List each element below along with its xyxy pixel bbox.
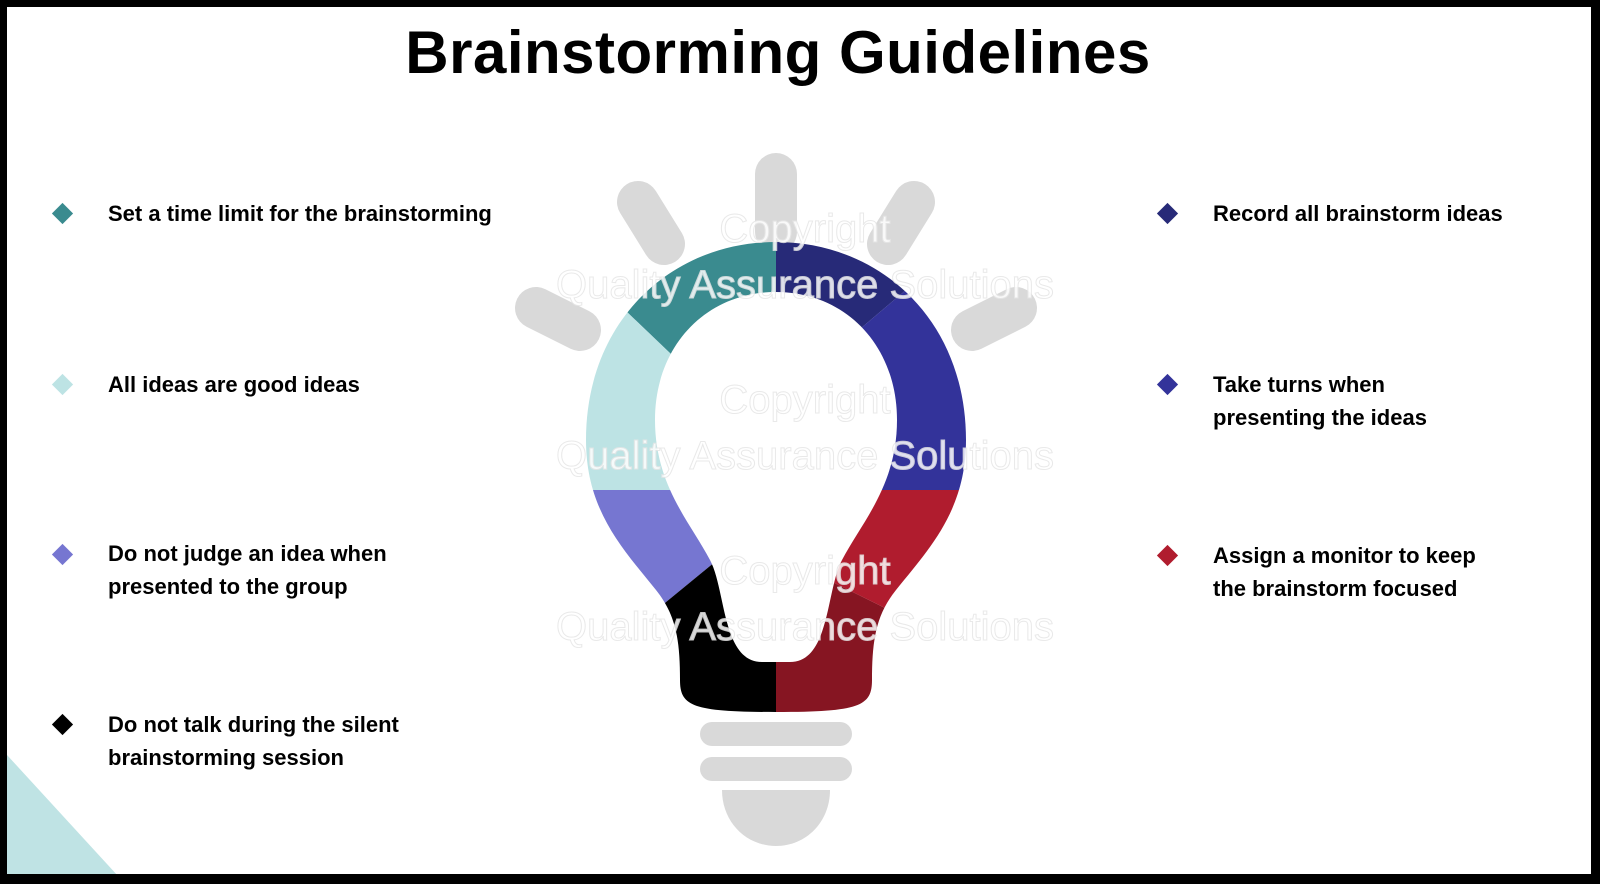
guideline-item: Do not judge an idea when presented to t… <box>108 537 387 603</box>
guideline-item: Do not talk during the silent brainstorm… <box>108 708 399 774</box>
guideline-item: Set a time limit for the brainstorming <box>108 197 492 230</box>
guideline-item: Take turns when presenting the ideas <box>1213 368 1427 434</box>
guideline-text: presented to the group <box>108 574 348 599</box>
guideline-text: brainstorming session <box>108 745 344 770</box>
watermark-text: Copyright <box>719 549 890 593</box>
ray <box>515 287 601 351</box>
watermark-text: Quality Assurance Solutions <box>556 605 1054 649</box>
guideline-text: Take turns when <box>1213 372 1385 397</box>
guideline-text: Record all brainstorm ideas <box>1213 201 1503 226</box>
watermark-text: Quality Assurance Solutions <box>556 263 1054 307</box>
guideline-text: Do not judge an idea when <box>108 541 387 566</box>
watermark-text: Quality Assurance Solutions <box>556 434 1054 478</box>
copyright-watermark: Copyright Quality Assurance Solutions Co… <box>555 207 1054 650</box>
guideline-item: Record all brainstorm ideas <box>1213 197 1503 230</box>
light-rays <box>515 153 1037 351</box>
bulb-base-ring <box>700 757 852 781</box>
ray <box>951 287 1037 351</box>
guideline-item: All ideas are good ideas <box>108 368 360 401</box>
ray <box>617 181 685 265</box>
corner-triangle-decoration <box>7 755 118 876</box>
ray <box>867 181 935 265</box>
page-title: Brainstorming Guidelines <box>405 19 1151 86</box>
guideline-text: Set a time limit for the brainstorming <box>108 201 492 226</box>
bulb-base-tip <box>722 790 830 846</box>
guideline-text: Do not talk during the silent <box>108 712 399 737</box>
guideline-text: presenting the ideas <box>1213 405 1427 430</box>
guideline-text: Assign a monitor to keep <box>1213 543 1476 568</box>
guideline-text: All ideas are good ideas <box>108 372 360 397</box>
watermark-text: Copyright <box>719 378 890 422</box>
bulb-base-ring <box>700 722 852 746</box>
guideline-item: Assign a monitor to keep the brainstorm … <box>1213 539 1476 605</box>
guideline-text: the brainstorm focused <box>1213 576 1458 601</box>
watermark-text: Copyright <box>719 207 890 251</box>
